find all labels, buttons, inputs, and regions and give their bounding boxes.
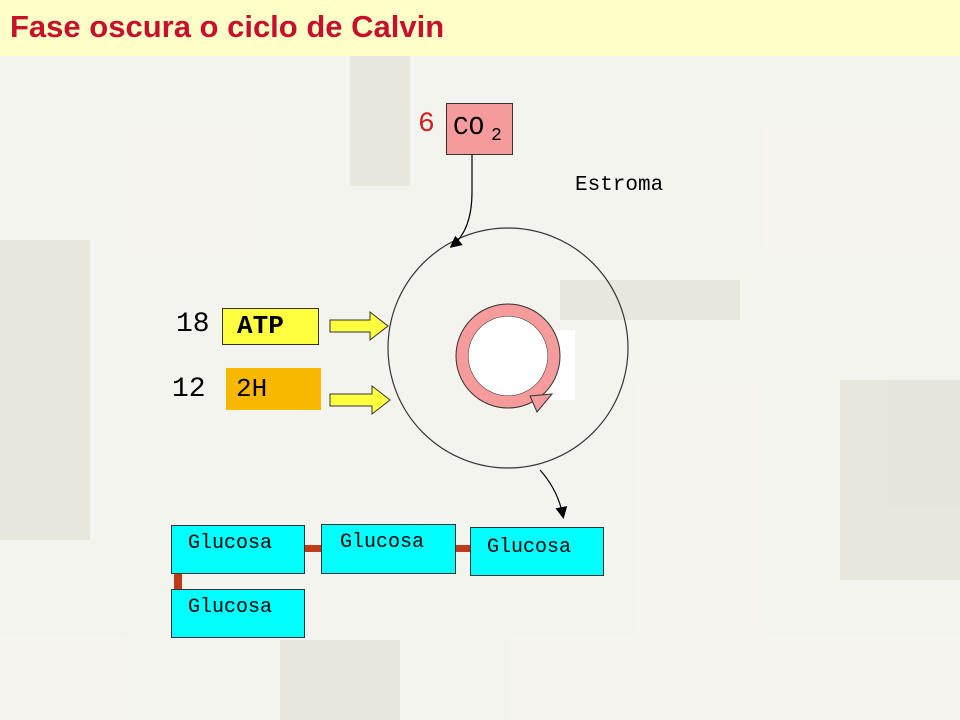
glucose-box: Glucosa bbox=[171, 589, 305, 638]
atp-label: ATP bbox=[237, 311, 284, 341]
hydrogen-arrow bbox=[329, 384, 391, 416]
glucose-label: Glucosa bbox=[188, 596, 273, 619]
hydrogen-label: 2H bbox=[236, 374, 268, 404]
cycle-arrowhead bbox=[529, 393, 554, 413]
co2-box: CO 2 bbox=[446, 103, 513, 155]
stroma-label: Estroma bbox=[575, 174, 664, 197]
background-texture bbox=[840, 380, 960, 580]
glucose-box: Glucosa bbox=[470, 527, 604, 576]
output-arrow bbox=[539, 469, 568, 519]
co2-formula: CO bbox=[453, 112, 485, 142]
cycle-ring bbox=[455, 303, 561, 409]
glucose-link bbox=[456, 545, 470, 552]
glucose-link bbox=[305, 545, 322, 552]
atp-coefficient: 18 bbox=[176, 309, 210, 340]
hydrogen-coefficient: 12 bbox=[172, 374, 206, 405]
co2-coefficient: 6 bbox=[418, 109, 435, 140]
title-bar: Fase oscura o ciclo de Calvin bbox=[0, 0, 960, 56]
glucose-label: Glucosa bbox=[340, 531, 425, 554]
atp-box: ATP bbox=[222, 308, 319, 345]
page-title: Fase oscura o ciclo de Calvin bbox=[10, 9, 445, 44]
glucose-link bbox=[174, 570, 182, 590]
atp-arrow bbox=[329, 310, 389, 342]
co2-arrow bbox=[449, 155, 473, 248]
glucose-box: Glucosa bbox=[321, 524, 456, 574]
cycle-ring bbox=[467, 315, 549, 397]
stroma-circle bbox=[387, 227, 629, 469]
background-texture bbox=[350, 56, 410, 186]
background-texture bbox=[280, 640, 400, 720]
glucose-label: Glucosa bbox=[487, 536, 572, 559]
glucose-box: Glucosa bbox=[171, 525, 305, 574]
cycle-ring bbox=[456, 304, 560, 408]
hydrogen-box: 2H bbox=[226, 368, 321, 410]
co2-subscript: 2 bbox=[491, 126, 502, 146]
background-texture bbox=[0, 240, 90, 540]
glucose-label: Glucosa bbox=[188, 532, 273, 555]
background-texture bbox=[560, 280, 740, 320]
